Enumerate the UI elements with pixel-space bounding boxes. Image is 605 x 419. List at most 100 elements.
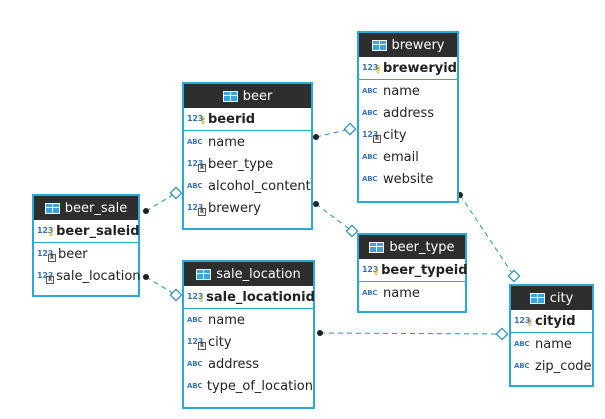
text-type-icon: ABC <box>187 138 203 146</box>
column-row[interactable]: ABC name <box>359 80 457 102</box>
column-name: type_of_location <box>206 378 313 394</box>
column-name: name <box>383 83 420 99</box>
column-name: website <box>383 171 434 187</box>
column-row[interactable]: 123⚷ breweryid <box>359 57 457 79</box>
entity-header[interactable]: beer_type <box>359 235 465 259</box>
table-icon <box>196 268 212 280</box>
column-row[interactable]: ABC name <box>511 333 592 355</box>
column-row[interactable]: ABC zip_code <box>511 355 592 377</box>
text-type-icon: ABC <box>362 175 378 183</box>
entity-title: sale_location <box>216 266 301 282</box>
key-icon: 123⚷ <box>187 114 206 126</box>
rel-beersale-beer[interactable] <box>143 186 183 214</box>
column-name: breweryid <box>382 60 457 76</box>
text-type-icon: ABC <box>362 109 378 117</box>
entity-title: beer_sale <box>64 200 128 216</box>
column-row[interactable]: 123⚷ beer_saleid <box>34 220 140 242</box>
column-name: name <box>208 312 245 328</box>
table-icon <box>369 241 385 253</box>
column-row[interactable]: ABC website <box>359 168 457 190</box>
column-row[interactable]: ABC email <box>359 146 457 168</box>
entity-title: city <box>549 290 574 306</box>
entity-header[interactable]: city <box>511 286 592 310</box>
entity-brewery[interactable]: brewery 123⚷ breweryid ABC name ABC addr… <box>357 31 459 203</box>
column-name: beer_type <box>208 156 274 172</box>
column-row[interactable]: ABC name <box>184 131 311 153</box>
table-icon <box>222 90 238 102</box>
column-name: email <box>383 149 419 165</box>
column-name: sale_location <box>56 268 141 284</box>
column-name: address <box>383 105 435 121</box>
text-type-icon: ABC <box>362 87 378 95</box>
text-type-icon: ABC <box>187 316 203 324</box>
entity-title: beer <box>242 88 273 104</box>
entity-header[interactable]: beer <box>184 84 311 108</box>
column-name: name <box>383 285 420 301</box>
entity-header[interactable]: sale_location <box>184 262 313 286</box>
rel-beer-beertype[interactable] <box>313 201 359 238</box>
column-name: brewery <box>208 200 261 216</box>
column-row[interactable]: ABC name <box>359 282 465 304</box>
column-name: name <box>535 336 572 352</box>
key-icon: 123⚷ <box>362 63 381 75</box>
entity-beer-type[interactable]: beer_type 123⚷ beer_typeid ABC name <box>357 233 468 313</box>
column-row[interactable]: 123⚷ beerid <box>184 108 311 130</box>
column-row[interactable]: ABC type_of_location <box>184 375 313 397</box>
key-icon: 123⚷ <box>187 292 205 304</box>
column-name: name <box>208 134 245 150</box>
column-name: beerid <box>208 111 256 127</box>
column-row[interactable]: 123⚷ sale_locationid <box>184 286 315 308</box>
column-row[interactable]: ABC name <box>184 309 313 331</box>
text-type-icon: ABC <box>362 289 378 297</box>
column-name: address <box>208 356 260 372</box>
column-row[interactable]: ABC address <box>359 102 457 124</box>
text-type-icon: ABC <box>187 182 203 190</box>
column-row[interactable]: ABC address <box>184 353 313 375</box>
key-icon: 123⚷ <box>362 265 380 277</box>
entity-sale-location[interactable]: sale_location 123⚷ sale_locationid ABC n… <box>182 260 315 409</box>
table-icon <box>371 39 387 51</box>
entity-header[interactable]: brewery <box>359 33 457 57</box>
column-row[interactable]: 123⚷ cityid <box>511 310 592 332</box>
column-name: cityid <box>535 313 576 329</box>
column-row[interactable]: ABC alcohol_content <box>184 175 311 197</box>
table-icon <box>529 292 545 304</box>
entity-title: brewery <box>391 37 445 53</box>
column-name: sale_locationid <box>206 289 315 305</box>
entity-title: beer_type <box>389 239 455 255</box>
column-name: city <box>383 127 407 143</box>
rel-beersale-salelocation[interactable] <box>143 274 183 302</box>
text-type-icon: ABC <box>187 360 203 368</box>
column-name: alcohol_content <box>208 178 311 194</box>
text-type-icon: ABC <box>514 340 530 348</box>
text-type-icon: ABC <box>187 382 203 390</box>
text-type-icon: ABC <box>514 362 530 370</box>
column-name: city <box>208 334 232 350</box>
key-icon: 123⚷ <box>37 226 55 238</box>
column-row[interactable]: 123⚷ beer_typeid <box>359 259 468 281</box>
entity-city[interactable]: city 123⚷ cityid ABC name ABC zip_code <box>509 284 594 387</box>
rel-salelocation-city[interactable] <box>317 327 509 341</box>
entity-header[interactable]: beer_sale <box>34 196 138 220</box>
key-icon: 123⚷ <box>514 316 533 328</box>
table-icon <box>44 202 60 214</box>
column-name: zip_code <box>535 358 592 374</box>
rel-beer-brewery[interactable] <box>313 122 357 140</box>
column-name: beer_typeid <box>381 262 468 278</box>
text-type-icon: ABC <box>362 153 378 161</box>
